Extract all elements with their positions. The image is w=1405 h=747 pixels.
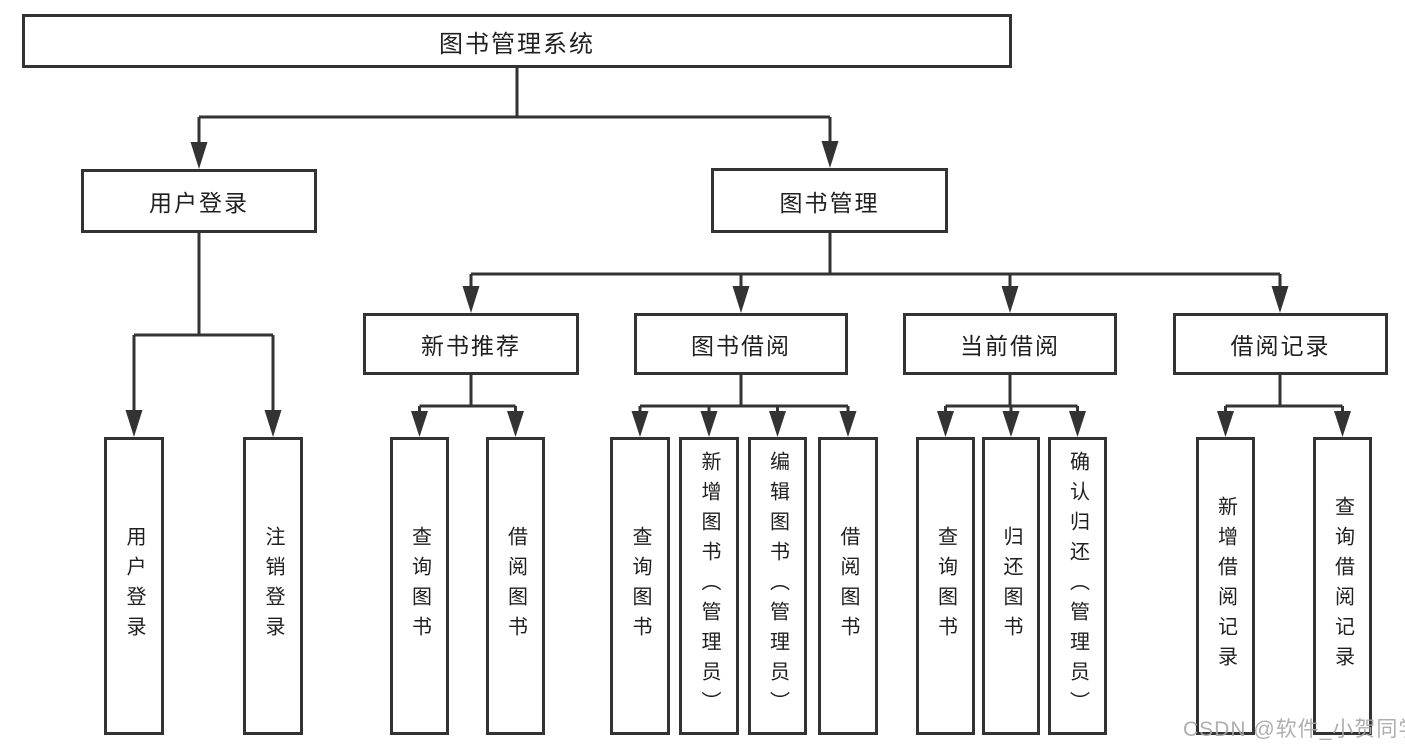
connector-book-borrow-to-leaves xyxy=(631,375,857,437)
arrowhead xyxy=(1002,411,1020,437)
arrowhead xyxy=(264,410,282,437)
leaf-edit-books-admin: 编辑图书（管理员） xyxy=(748,437,807,735)
arrowhead xyxy=(507,411,524,437)
connector-user-login-to-leaves xyxy=(125,233,282,437)
arrowhead xyxy=(937,411,954,437)
csdn-watermark: CSDN @软件_小贺同学 xyxy=(1183,718,1405,741)
node-label: 借阅记录 xyxy=(1230,333,1331,359)
leaf-query-books-borrow: 查询图书 xyxy=(610,437,670,735)
arrowhead xyxy=(700,411,718,437)
node-borrow-records: 借阅记录 xyxy=(1173,313,1388,375)
connector-book-management-to-level3 xyxy=(462,233,1289,313)
arrowhead xyxy=(1271,286,1289,313)
node-book-borrow: 图书借阅 xyxy=(634,313,848,375)
arrowhead xyxy=(411,411,428,437)
leaf-label: 查询图书 xyxy=(934,526,957,646)
arrowhead xyxy=(839,411,857,437)
connector-current-borrow-to-leaves xyxy=(937,375,1086,437)
leaf-query-books-current: 查询图书 xyxy=(916,437,975,735)
arrowhead xyxy=(1217,411,1234,437)
leaf-logout: 注销登录 xyxy=(243,437,303,735)
leaf-label: 新增图书（管理员） xyxy=(698,451,720,721)
connector-borrow-records-to-leaves xyxy=(1217,375,1351,437)
arrowhead xyxy=(125,410,143,437)
node-user-login: 用户登录 xyxy=(81,169,317,233)
node-label: 新书推荐 xyxy=(421,333,521,359)
node-label: 当前借阅 xyxy=(960,333,1060,359)
node-label: 图书管理 xyxy=(779,189,880,216)
node-current-borrow: 当前借阅 xyxy=(903,313,1117,375)
node-book-management: 图书管理 xyxy=(711,168,948,233)
leaf-label: 借阅图书 xyxy=(504,526,527,646)
node-label: 图书管理系统 xyxy=(439,30,595,58)
arrowhead xyxy=(1001,286,1019,313)
node-new-book-recommend: 新书推荐 xyxy=(363,313,579,375)
leaf-label: 用户登录 xyxy=(123,526,145,646)
leaf-confirm-return-admin: 确认归还（管理员） xyxy=(1048,437,1107,735)
connector-root-to-level2 xyxy=(190,68,839,169)
leaf-query-borrow-record: 查询借阅记录 xyxy=(1313,437,1372,735)
leaf-user-login: 用户登录 xyxy=(104,437,164,735)
arrowhead xyxy=(462,286,480,313)
leaf-label: 查询图书 xyxy=(408,526,431,646)
arrowhead xyxy=(732,286,750,313)
leaf-label: 查询借阅记录 xyxy=(1331,496,1354,676)
node-label: 图书借阅 xyxy=(691,333,791,359)
leaf-label: 查询图书 xyxy=(629,526,651,646)
leaf-label: 注销登录 xyxy=(262,526,284,646)
leaf-add-borrow-record: 新增借阅记录 xyxy=(1196,437,1255,735)
leaf-label: 确认归还（管理员） xyxy=(1066,451,1089,721)
leaf-label: 新增借阅记录 xyxy=(1214,496,1237,676)
arrowhead xyxy=(190,142,208,169)
arrowhead xyxy=(821,141,839,168)
leaf-label: 编辑图书（管理员） xyxy=(766,451,789,721)
leaf-borrow-books-recommend: 借阅图书 xyxy=(486,437,545,735)
node-root-library-system: 图书管理系统 xyxy=(22,14,1012,68)
arrowhead xyxy=(1334,411,1351,437)
leaf-add-books-admin: 新增图书（管理员） xyxy=(679,437,739,735)
leaf-label: 借阅图书 xyxy=(837,526,859,646)
arrowhead xyxy=(769,411,786,437)
leaf-label: 归还图书 xyxy=(1000,526,1022,646)
leaf-return-books: 归还图书 xyxy=(982,437,1040,735)
leaf-query-books-recommend: 查询图书 xyxy=(390,437,449,735)
arrowhead xyxy=(631,411,649,437)
leaf-borrow-books: 借阅图书 xyxy=(818,437,878,735)
node-label: 用户登录 xyxy=(149,190,249,216)
connector-new-book-recommend-to-leaves xyxy=(411,375,524,437)
arrowhead xyxy=(1069,411,1086,437)
